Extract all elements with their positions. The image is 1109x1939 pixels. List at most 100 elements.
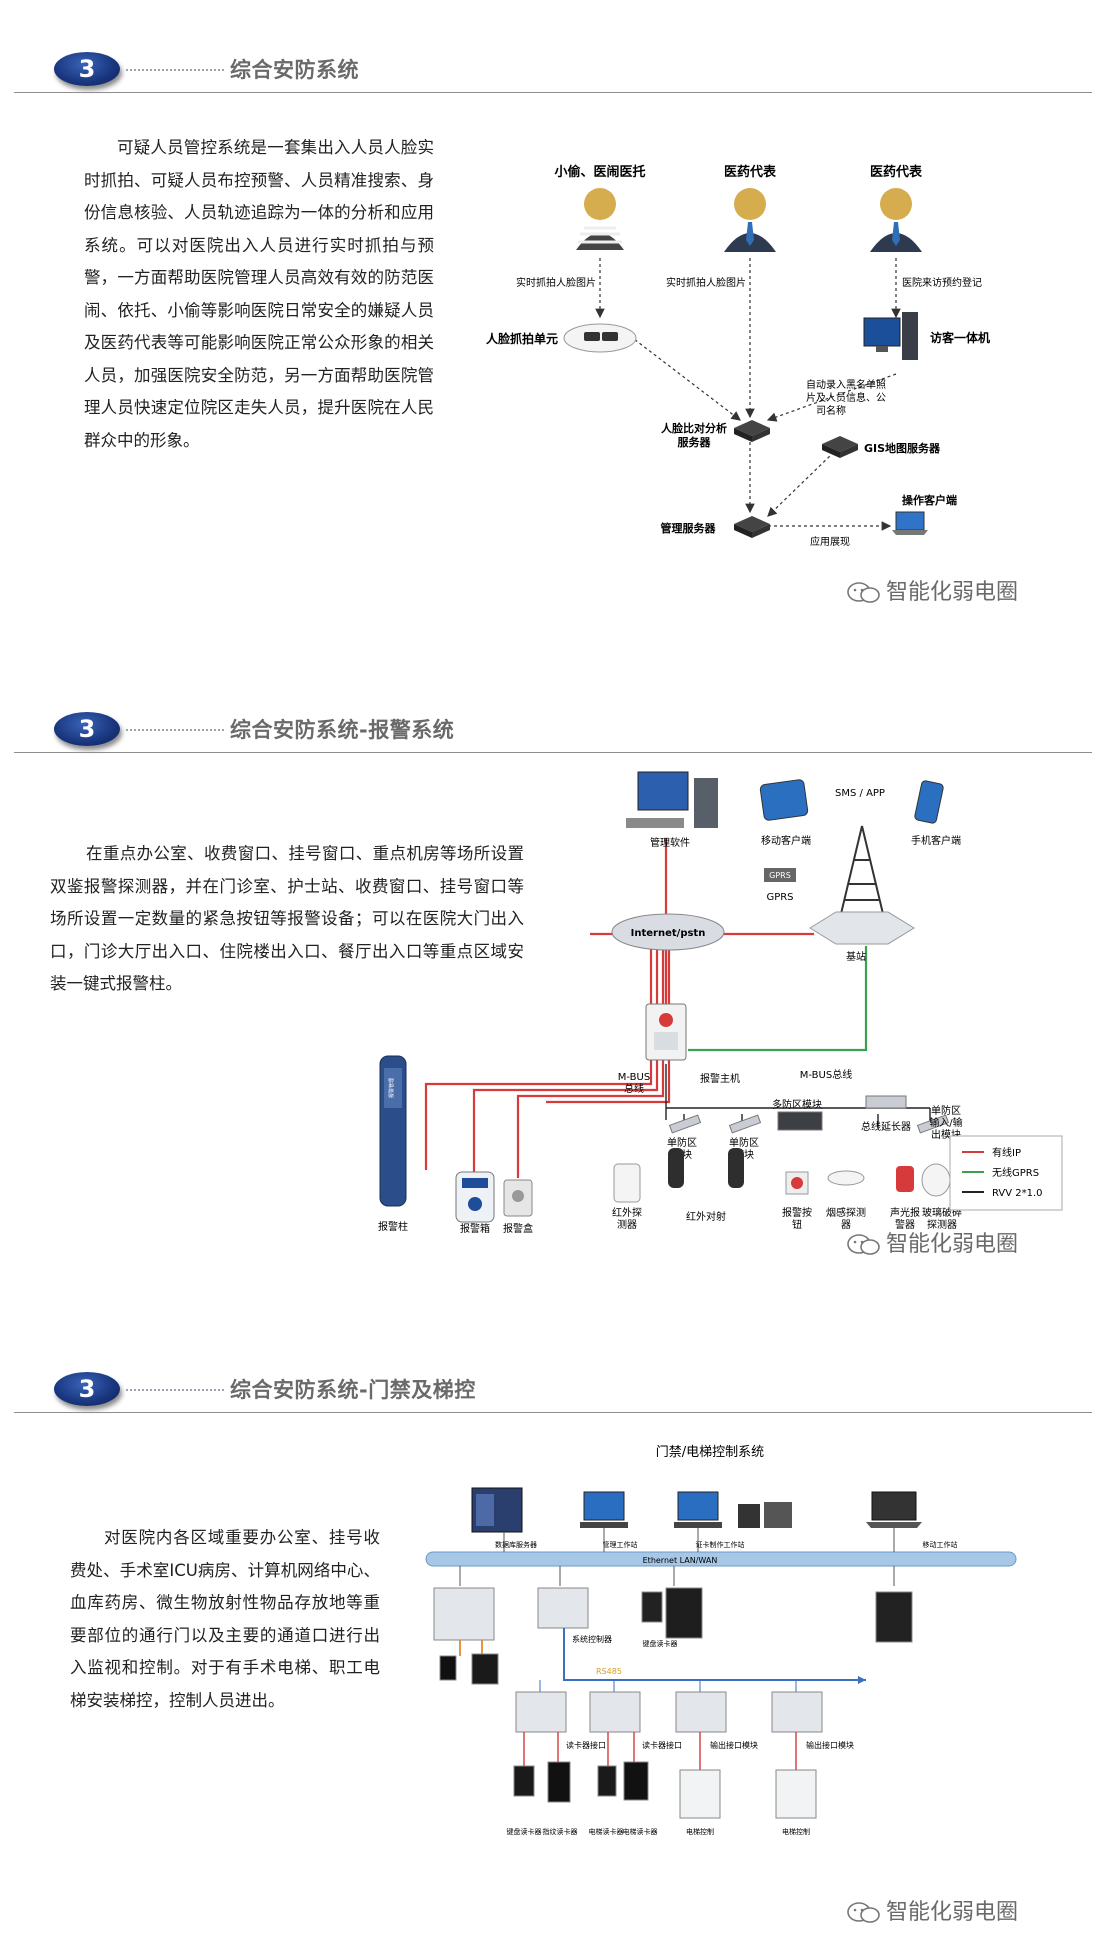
visit-edge: 医院来访预约登记 xyxy=(902,276,982,289)
auto-entry-line2: 片及人员信息、公 xyxy=(806,391,886,404)
bus-ext-label: 总线延长器 xyxy=(861,1120,911,1133)
keypad-reader-top-label: 键盘读卡器 xyxy=(643,1639,678,1648)
bottom-label-2: 指纹读卡器 xyxy=(543,1827,578,1836)
mobile-client-label: 移动客户端 xyxy=(761,834,811,847)
internet-label: Internet/pstn xyxy=(631,928,706,939)
legend-wired: 有线IP xyxy=(992,1146,1021,1159)
bottom-label-6: 电梯控制 xyxy=(782,1827,810,1836)
mgmt-ws-label: 管理工作站 xyxy=(603,1540,638,1549)
alarm-host-icon xyxy=(645,1003,687,1061)
mgmt-ws-icon xyxy=(580,1491,628,1528)
rep-figure-2 xyxy=(870,188,922,252)
mgmt-server-label: 管理服务器 xyxy=(661,521,717,535)
sys-controller-label: 系统控制器 xyxy=(572,1634,612,1644)
mobile-ws-label: 移动工作站 xyxy=(923,1540,958,1549)
module-icons xyxy=(668,1095,950,1134)
gis-server-icon xyxy=(822,436,858,458)
camera-cloud-icon xyxy=(563,323,637,353)
legend-wireless: 无线GPRS xyxy=(992,1166,1039,1179)
section-paragraph: 可疑人员管控系统是一套集出入人员人脸实时抓拍、可疑人员布控预警、人员精准搜索、身… xyxy=(84,138,434,450)
dotted-connector xyxy=(126,69,224,71)
header-divider xyxy=(14,92,1092,93)
face-unit-label: 人脸抓拍单元 xyxy=(486,331,558,346)
reader-port1-label: 读卡器接口 xyxy=(566,1740,606,1750)
db-server-icon xyxy=(471,1487,523,1533)
bus-label: Ethernet LAN/WAN xyxy=(643,1556,718,1565)
tablet-icon xyxy=(759,779,809,821)
person3-label: 医药代表 xyxy=(870,164,923,180)
mbus-bus-label: M-BUS总线 xyxy=(800,1068,852,1081)
client-label: 操作客户端 xyxy=(902,493,957,507)
glass-b: 探测器 xyxy=(927,1218,957,1231)
gprs-tower-icon: GPRS xyxy=(764,825,915,945)
base-station-label: 基站 xyxy=(846,950,866,963)
alarm-pillar-icon xyxy=(379,1055,407,1207)
mgmt-software-label: 管理软件 xyxy=(650,836,690,849)
auto-entry-line3: 司名称 xyxy=(816,404,846,417)
mgmt-pc-icon xyxy=(626,771,718,828)
output2-label: 输出接口模块 xyxy=(806,1740,854,1750)
alarm-case-label: 报警盒 xyxy=(503,1222,533,1235)
alarm-box-label: 报警箱 xyxy=(460,1222,490,1235)
watermark: 智能化弱电圈 xyxy=(846,1226,1018,1258)
single-io-a: 单防区 xyxy=(931,1104,961,1117)
single-zone1-a: 单防区 xyxy=(667,1136,697,1149)
suspect-figure xyxy=(576,188,624,250)
mbus-label1: M-BUS xyxy=(618,1072,650,1083)
section-paragraph: 对医院内各区域重要办公室、挂号收费处、手术室ICU病房、计算机网络中心、血库药房… xyxy=(70,1528,380,1710)
single-io-b: 输入/输 xyxy=(929,1116,962,1129)
alarm-pillar-label: 报警柱 xyxy=(378,1220,408,1233)
alarm-case-icon xyxy=(503,1179,533,1217)
rep-figure-1 xyxy=(724,188,776,252)
wechat-icon xyxy=(847,1234,880,1255)
watermark-text: 智能化弱电圈 xyxy=(886,1232,1019,1257)
kiosk-pc-icon xyxy=(863,312,918,360)
legend-rvv: RVV 2*1.0 xyxy=(992,1188,1043,1199)
sms-app-label: SMS / APP xyxy=(835,788,885,799)
watermark-text: 智能化弱电圈 xyxy=(886,1900,1019,1925)
alarm-host-label: 报警主机 xyxy=(700,1072,740,1085)
section-number-badge: 3 xyxy=(54,712,120,746)
compare-server-label2: 服务器 xyxy=(678,435,712,449)
face-capture-diagram: 小偷、医闹医托 医药代表 医药代表 实时抓拍人脸图片 实时抓拍人脸图片 医院来访… xyxy=(486,164,990,548)
section-title: 综合安防系统-报警系统 xyxy=(230,718,455,742)
alarm-box-icon xyxy=(455,1171,495,1223)
access-control-diagram: 门禁/电梯控制系统 数据库服务器 管理工作站 证卡制作工作站 移动工作站 Eth… xyxy=(425,1445,1017,1836)
section-header: 3 综合安防系统-门禁及梯控 xyxy=(0,1360,1109,1420)
header-divider xyxy=(14,1412,1092,1413)
watermark: 智能化弱电圈 xyxy=(846,574,1018,606)
card-ws-icon xyxy=(674,1491,792,1528)
alarm-system-diagram: 管理软件 移动客户端 手机客户端 SMS / APP GPRS GPRS 基站 … xyxy=(378,771,1063,1235)
strobe-a: 声光报 xyxy=(890,1206,920,1219)
section-header: 3 综合安防系统-报警系统 xyxy=(0,700,1109,760)
compare-server-label1: 人脸比对分析 xyxy=(661,421,727,435)
section-number-badge: 3 xyxy=(54,52,120,86)
legend: 有线IP 无线GPRS RVV 2*1.0 xyxy=(949,1135,1063,1211)
section-paragraph: 在重点办公室、收费窗口、挂号窗口、重点机房等场所设置双鉴报警探测器，并在门诊室、… xyxy=(50,844,524,993)
phone-icon xyxy=(914,780,944,824)
ethernet-bus xyxy=(425,1528,1017,1586)
gis-server-label: GIS地图服务器 xyxy=(864,441,941,455)
dotted-connector xyxy=(126,729,224,731)
controller-icons xyxy=(433,1587,913,1685)
watermark-text: 智能化弱电圈 xyxy=(886,580,1019,605)
alarm-button-b: 钮 xyxy=(792,1218,802,1231)
section-alarm-system: 3 综合安防系统-报警系统 在重点办公室、收费窗口、挂号窗口、重点机房等场所设置… xyxy=(0,700,1109,1300)
section-title: 综合安防系统-门禁及梯控 xyxy=(230,1378,476,1402)
auto-entry-line1: 自动录入黑名单照 xyxy=(806,378,886,391)
single-zone2-a: 单防区 xyxy=(729,1136,759,1149)
bottom-label-1: 键盘读卡器 xyxy=(507,1827,542,1836)
mobile-ws-icon xyxy=(866,1491,922,1528)
dotted-connector xyxy=(126,1389,224,1391)
ir-beam-label: 红外对射 xyxy=(686,1210,726,1223)
gprs-label: GPRS xyxy=(766,892,793,903)
reader-modules xyxy=(513,1680,823,1819)
multi-zone-label: 多防区模块 xyxy=(772,1098,822,1111)
header-divider xyxy=(14,752,1092,753)
person2-label: 医药代表 xyxy=(724,164,777,180)
strobe-b: 警器 xyxy=(895,1218,915,1231)
capture-edge-1: 实时抓拍人脸图片 xyxy=(516,276,596,289)
pillar-panel-label: 报警管理 xyxy=(388,1078,395,1098)
person1-label: 小偷、医闹医托 xyxy=(554,164,645,180)
section-header: 3 综合安防系统 xyxy=(0,40,1109,100)
